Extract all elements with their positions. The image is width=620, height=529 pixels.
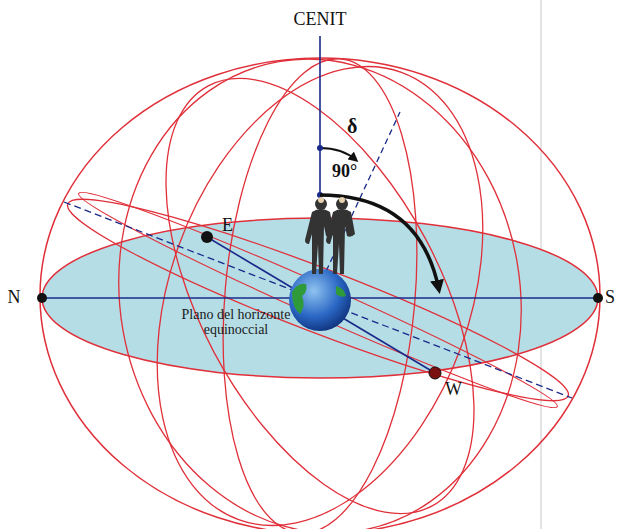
angle-label: δ	[347, 115, 357, 137]
cardinal-label: W	[445, 380, 462, 400]
plane-label: Plano del horizonte equinoccial	[161, 307, 311, 338]
cardinal-label: E	[222, 216, 233, 236]
cardinal-label: S	[605, 288, 615, 308]
zenith-label: CENIT	[294, 10, 347, 30]
cardinal-label: N	[8, 288, 21, 308]
angle-label: 90°	[332, 162, 357, 182]
